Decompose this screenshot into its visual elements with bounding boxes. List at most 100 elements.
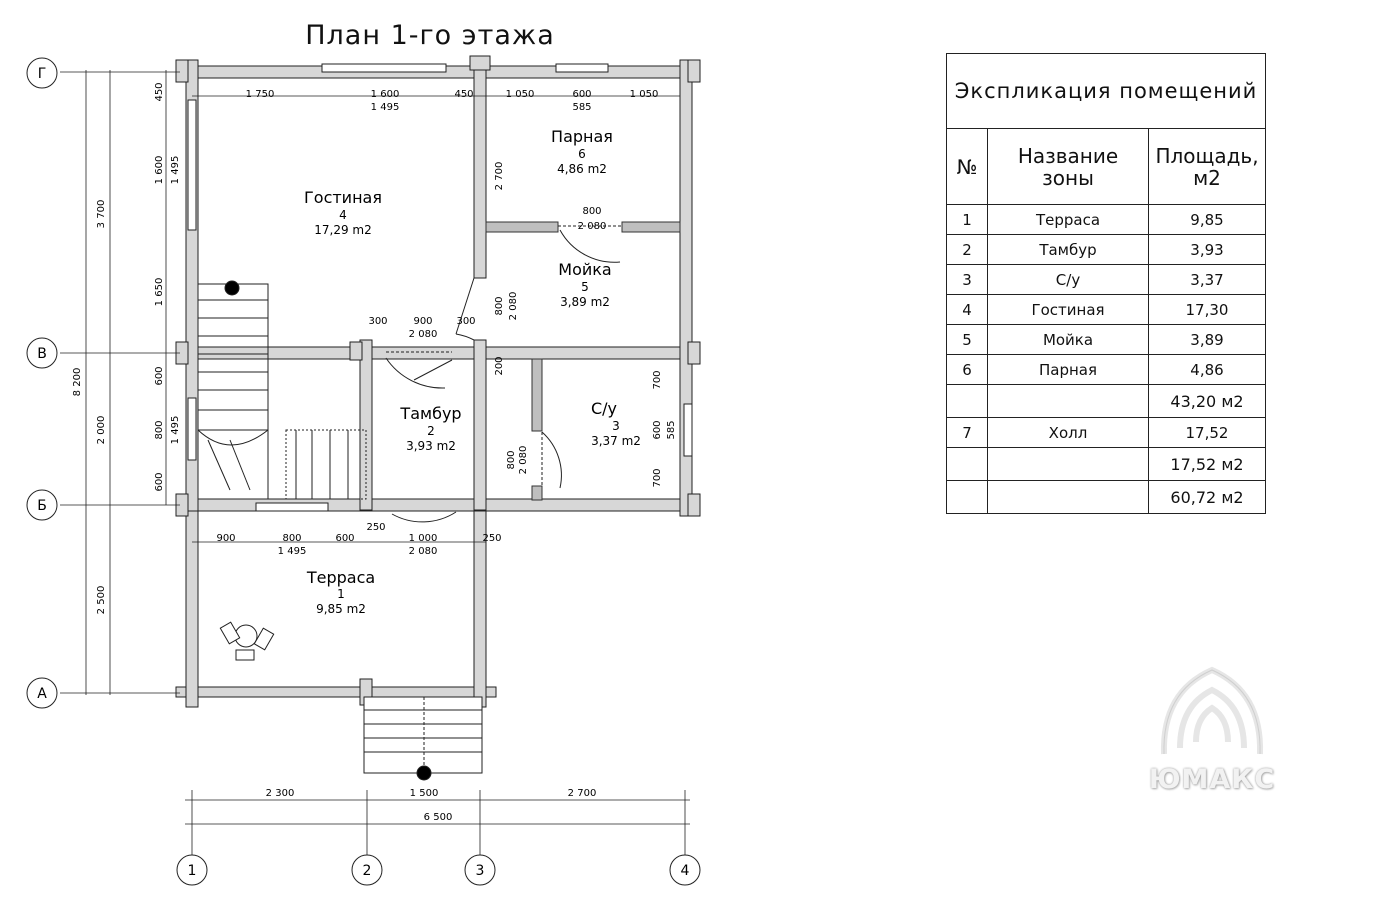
dimension: 2 500 bbox=[96, 586, 107, 615]
dimension: 2 080 bbox=[508, 292, 519, 321]
dimension: 1 000 bbox=[409, 533, 438, 544]
dimension: 3 700 bbox=[96, 200, 107, 229]
axis-label-row: В bbox=[37, 346, 47, 362]
dimension: 2 080 bbox=[409, 546, 438, 557]
dimension: 585 bbox=[572, 102, 591, 113]
dimension: 300 bbox=[368, 316, 387, 327]
dimension: 2 700 bbox=[568, 788, 597, 799]
axis-label-col: 4 bbox=[681, 863, 690, 879]
floor-plan: Г В Б А 1 2 3 4 Гостиная 4 17,29 m2 Парн… bbox=[26, 55, 701, 886]
room-area: 3,89 m2 bbox=[560, 295, 610, 309]
row-name: Парная bbox=[987, 354, 1149, 385]
dimension: 2 080 bbox=[409, 329, 438, 340]
row-number: 5 bbox=[946, 324, 988, 355]
table-row: 6 Парная 4,86 bbox=[946, 354, 1266, 385]
row-name: С/у bbox=[987, 264, 1149, 295]
total-row: 60,72 м2 bbox=[946, 480, 1266, 514]
room-area: 3,93 m2 bbox=[406, 439, 456, 453]
dimension: 700 bbox=[652, 468, 663, 487]
room-number: 6 bbox=[578, 147, 586, 161]
total-value: 60,72 м2 bbox=[1148, 480, 1266, 514]
plan-title: План 1-го этажа bbox=[305, 20, 555, 51]
row-number: 1 bbox=[946, 204, 988, 235]
row-name: Мойка bbox=[987, 324, 1149, 355]
row-area: 4,86 bbox=[1148, 354, 1266, 385]
dimension: 585 bbox=[666, 420, 677, 439]
subtotal-row: 43,20 м2 bbox=[946, 384, 1266, 418]
table-row: 5 Мойка 3,89 bbox=[946, 324, 1266, 355]
dimension: 1 750 bbox=[246, 89, 275, 100]
axis-label-row: А bbox=[37, 686, 47, 702]
dimension: 800 bbox=[506, 450, 517, 469]
dimension: 1 495 bbox=[371, 102, 400, 113]
room-number: 4 bbox=[339, 208, 347, 222]
row-name: Холл bbox=[987, 417, 1149, 448]
dimension: 6 500 bbox=[424, 812, 453, 823]
row-area: 9,85 bbox=[1148, 204, 1266, 235]
dimension: 600 bbox=[154, 366, 165, 385]
row-area: 17,30 bbox=[1148, 294, 1266, 325]
row-name: Терраса bbox=[987, 204, 1149, 235]
dimension: 800 bbox=[582, 206, 601, 217]
room-number: 5 bbox=[581, 280, 589, 294]
room-name: Парная bbox=[551, 127, 613, 146]
dimension: 8 200 bbox=[72, 368, 83, 397]
dimension: 2 080 bbox=[578, 221, 607, 232]
dimension: 800 bbox=[282, 533, 301, 544]
room-area: 17,29 m2 bbox=[314, 223, 372, 237]
dimension: 2 000 bbox=[96, 416, 107, 445]
room-name: Тамбур bbox=[399, 404, 461, 423]
axis-label-row: Б bbox=[37, 498, 47, 514]
row-number: 7 bbox=[946, 417, 988, 448]
table-row: 7 Холл 17,52 bbox=[946, 417, 1266, 448]
room-area: 9,85 m2 bbox=[316, 602, 366, 616]
table-row: 1 Терраса 9,85 bbox=[946, 204, 1266, 235]
dimension: 250 bbox=[366, 522, 385, 533]
room-name: С/у bbox=[591, 399, 617, 418]
dimension: 700 bbox=[652, 370, 663, 389]
dimension: 450 bbox=[154, 82, 165, 101]
explication-table: Экспликация помещений № Название зоны Пл… bbox=[946, 53, 1266, 514]
axis-label-col: 1 bbox=[188, 863, 197, 879]
room-number: 3 bbox=[612, 419, 620, 433]
dimension: 600 bbox=[335, 533, 354, 544]
row-name: Тамбур bbox=[987, 234, 1149, 265]
dimension: 1 050 bbox=[630, 89, 659, 100]
axis-label-col: 3 bbox=[476, 863, 485, 879]
dimension: 1 500 bbox=[410, 788, 439, 799]
room-area: 3,37 m2 bbox=[591, 434, 641, 448]
column-header-name: Название зоны bbox=[987, 128, 1149, 205]
dimension: 900 bbox=[216, 533, 235, 544]
subtotal-value: 43,20 м2 bbox=[1148, 384, 1266, 418]
logo-wordmark: ЮМАКС bbox=[1148, 764, 1276, 795]
dimension: 1 600 bbox=[371, 89, 400, 100]
dimension: 1 050 bbox=[506, 89, 535, 100]
company-logo bbox=[1160, 666, 1264, 755]
dimension: 2 700 bbox=[494, 162, 505, 191]
dimension: 2 300 bbox=[266, 788, 295, 799]
room-area: 4,86 m2 bbox=[557, 162, 607, 176]
table-row: 2 Тамбур 3,93 bbox=[946, 234, 1266, 265]
row-name: Гостиная bbox=[987, 294, 1149, 325]
row-area: 3,37 bbox=[1148, 264, 1266, 295]
room-name: Мойка bbox=[558, 260, 611, 279]
room-number: 1 bbox=[337, 587, 345, 601]
dimension: 1 650 bbox=[154, 278, 165, 307]
dimension: 900 bbox=[413, 316, 432, 327]
dimension: 250 bbox=[482, 533, 501, 544]
room-number: 2 bbox=[427, 424, 435, 438]
table-row: 3 С/у 3,37 bbox=[946, 264, 1266, 295]
column-header-number: № bbox=[946, 128, 988, 205]
column-header-area: Площадь, м2 bbox=[1148, 128, 1266, 205]
table-row: 4 Гостиная 17,30 bbox=[946, 294, 1266, 325]
dimension: 600 bbox=[652, 420, 663, 439]
row-number: 3 bbox=[946, 264, 988, 295]
dimension: 1 495 bbox=[170, 156, 181, 185]
axis-label-row: Г bbox=[38, 66, 47, 82]
dimension: 800 bbox=[494, 296, 505, 315]
axis-label-col: 2 bbox=[363, 863, 372, 879]
dimension: 2 080 bbox=[518, 446, 529, 475]
row-area: 17,52 bbox=[1148, 417, 1266, 448]
subtotal-row: 17,52 м2 bbox=[946, 447, 1266, 481]
dimension: 600 bbox=[572, 89, 591, 100]
